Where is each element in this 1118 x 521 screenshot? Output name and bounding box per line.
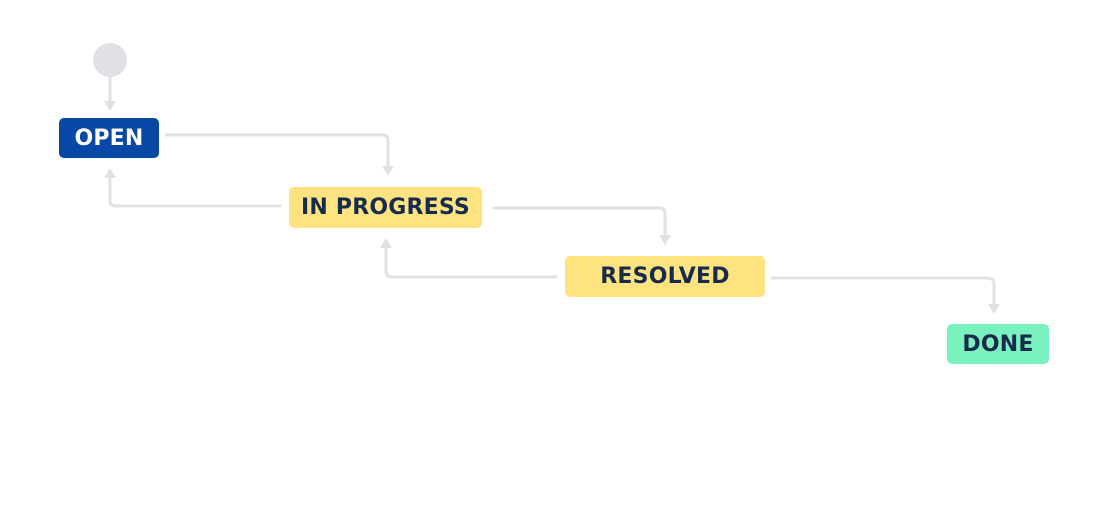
status-node-open[interactable]: OPEN [59, 118, 159, 158]
transition-resolved-to-in-progress[interactable] [380, 238, 558, 279]
status-node-done[interactable]: DONE [947, 324, 1049, 364]
transition-resolved-to-done-line[interactable] [770, 276, 996, 308]
transition-open-to-in-progress[interactable] [164, 133, 394, 176]
transition-start-to-open-arrow [104, 101, 116, 111]
transition-resolved-to-in-progress-line[interactable] [384, 244, 558, 279]
transition-in-progress-to-open-arrow [104, 168, 116, 178]
status-node-resolved[interactable]: RESOLVED [565, 256, 765, 297]
transition-in-progress-to-open[interactable] [104, 168, 282, 208]
transition-in-progress-to-resolved-arrow [659, 235, 671, 245]
transition-start-to-open [104, 75, 116, 111]
transition-in-progress-to-resolved-line[interactable] [492, 206, 667, 239]
status-node-in-progress[interactable]: IN PROGRESS [289, 187, 482, 228]
start-node [93, 43, 127, 77]
transition-in-progress-to-open-line[interactable] [108, 174, 282, 208]
transition-resolved-to-in-progress-arrow [380, 238, 392, 248]
transition-in-progress-to-resolved[interactable] [492, 206, 671, 245]
transition-resolved-to-done-arrow [988, 304, 1000, 314]
transition-open-to-in-progress-line[interactable] [164, 133, 390, 170]
transition-open-to-in-progress-arrow [382, 166, 394, 176]
transition-resolved-to-done[interactable] [770, 276, 1000, 314]
